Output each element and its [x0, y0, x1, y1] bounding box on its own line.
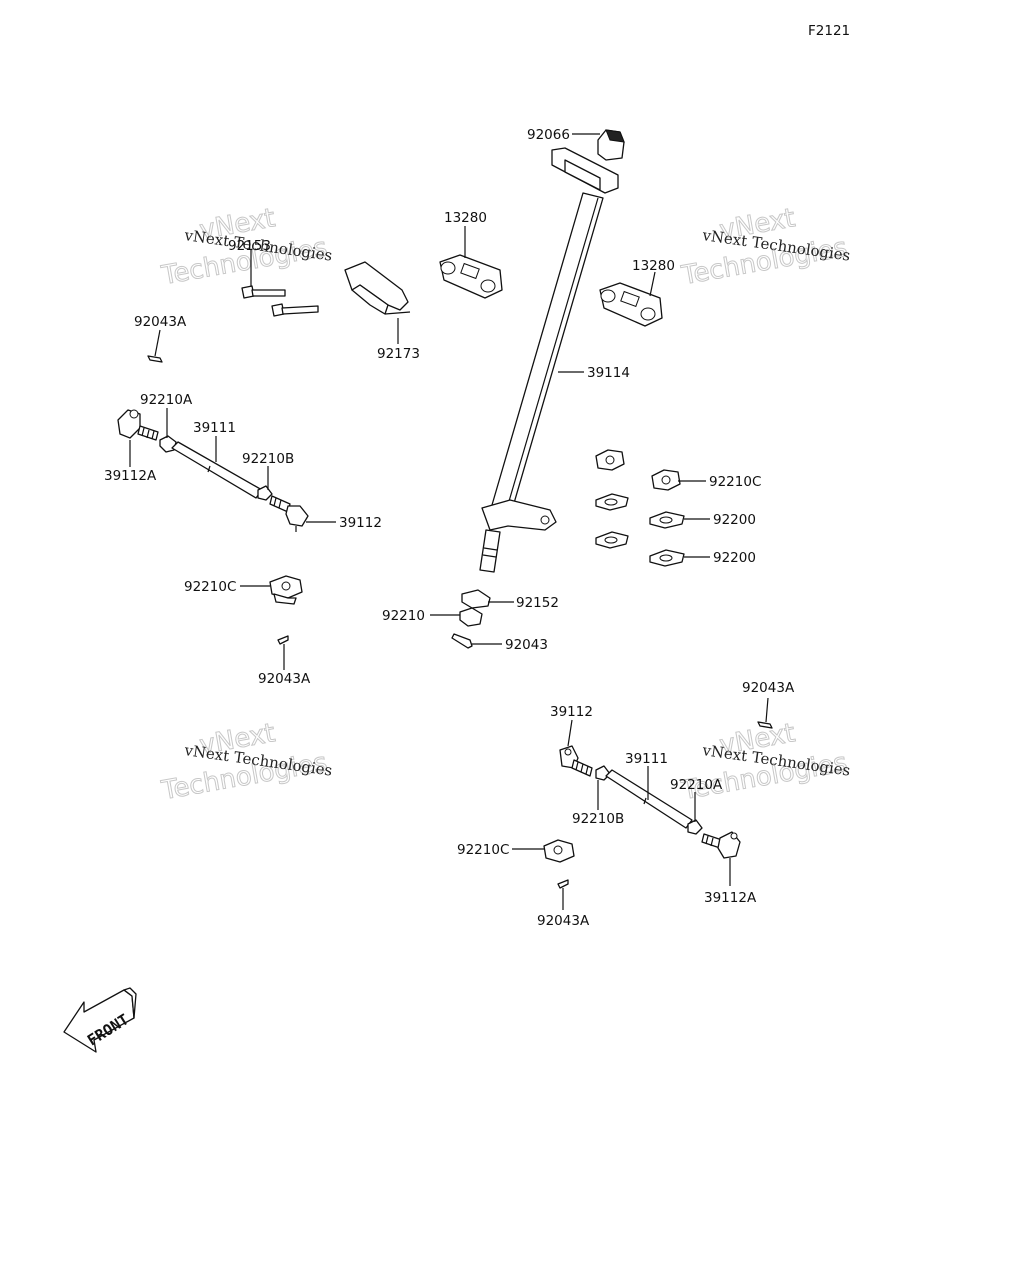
- label-92066: 92066: [527, 127, 570, 143]
- label-92200-b: 92200: [713, 550, 756, 566]
- label-92152: 92152: [516, 595, 559, 611]
- label-92210C-left: 92210C: [184, 579, 236, 595]
- tie-rod-end-39112A-right: [701, 831, 741, 859]
- tie-rod-end-39112-left: [269, 495, 309, 532]
- label-92200-a: 92200: [713, 512, 756, 528]
- nut-92152: [461, 589, 491, 609]
- label-13280-right: 13280: [632, 258, 675, 274]
- label-92043A-left-lower: 92043A: [258, 671, 311, 687]
- label-39112-left: 39112: [339, 515, 382, 531]
- nut-92210C-right: [651, 469, 681, 491]
- washer-92200-c: [595, 531, 629, 549]
- nut-92210B-left: [257, 485, 273, 501]
- nut-92210C-left: [269, 575, 303, 605]
- washer-92200-a: [595, 493, 629, 511]
- label-92210C-right-bottom: 92210C: [457, 842, 509, 858]
- label-92043A-right-upper: 92043A: [742, 680, 795, 696]
- label-92210B-left: 92210B: [242, 451, 294, 467]
- label-92210A-left: 92210A: [140, 392, 193, 408]
- tie-rod-39111-right: [605, 769, 693, 829]
- label-39111-left: 39111: [193, 420, 236, 436]
- pin-92043: [451, 633, 473, 649]
- washer-92200-d: [649, 549, 685, 567]
- label-13280-left: 13280: [444, 210, 487, 226]
- bracket-13280-left: [439, 254, 503, 299]
- label-92210: 92210: [382, 608, 425, 624]
- leader-lines: [129, 133, 769, 910]
- bracket-13280-right: [599, 282, 663, 327]
- label-39112A-left: 39112A: [104, 468, 157, 484]
- plate-92173: [344, 261, 411, 315]
- label-92173: 92173: [377, 346, 420, 362]
- label-92210A-right: 92210A: [670, 777, 723, 793]
- bolt-92153: [241, 285, 319, 317]
- pin-92043A-left-lower: [277, 635, 289, 645]
- label-92210B-right: 92210B: [572, 811, 624, 827]
- label-39111-right: 39111: [625, 751, 668, 767]
- label-92210C-right: 92210C: [709, 474, 761, 490]
- tie-rod-end-39112-right: [559, 745, 593, 777]
- nut-92210C-right-bottom: [543, 839, 575, 863]
- nut-92210C-upper: [595, 449, 625, 471]
- tie-rod-end-39112A-left: [117, 409, 159, 441]
- label-39112A-right: 39112A: [704, 890, 757, 906]
- label-92153: 92153: [228, 238, 271, 254]
- label-39114: 39114: [587, 365, 630, 381]
- washer-92200-b: [649, 511, 685, 529]
- front-arrow-icon: FRONT: [63, 987, 137, 1053]
- steering-shaft-39114: [479, 129, 625, 573]
- nut-92210: [459, 607, 483, 627]
- label-39112-right: 39112: [550, 704, 593, 720]
- pin-92043A-left-upper: [147, 355, 163, 363]
- pin-92043A-right-lower: [557, 879, 569, 889]
- label-92043A-right-lower: 92043A: [537, 913, 590, 929]
- label-92043A-left-upper: 92043A: [134, 314, 187, 330]
- figure-code: F2121: [808, 23, 850, 39]
- label-92043: 92043: [505, 637, 548, 653]
- pin-92043A-right-upper: [757, 721, 773, 729]
